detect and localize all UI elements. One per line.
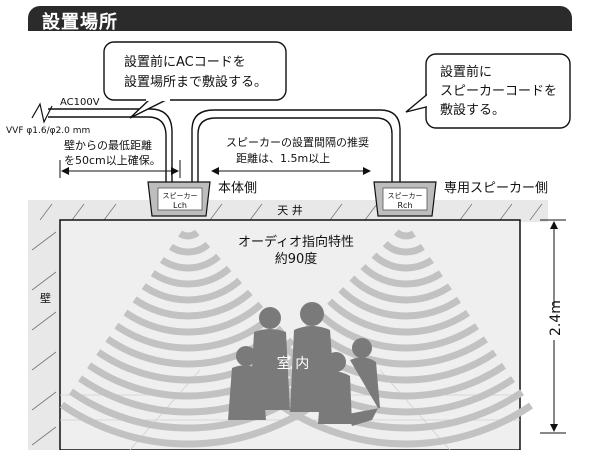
sound-wave-arc — [340, 222, 472, 288]
sound-wave-arc — [138, 222, 238, 272]
header-bar — [28, 6, 572, 31]
speaker-left-line1: スピーカー — [163, 192, 198, 200]
sound-wave-arc — [292, 222, 520, 336]
speaker-spacing-line2: 距離は、1.5m以上 — [236, 151, 330, 165]
cable-break-mark — [31, 102, 53, 124]
sound-wave-arc — [276, 222, 536, 352]
directivity-line2: 約90度 — [275, 251, 318, 267]
sound-wave-arc — [58, 222, 318, 352]
sound-wave-arc — [308, 222, 504, 320]
wall-label: 壁 — [40, 291, 51, 305]
people-silhouettes — [228, 302, 380, 426]
callout-right-line2: スピーカーコードを — [440, 84, 557, 99]
speaker-right — [373, 181, 437, 217]
sound-wave-arc — [122, 222, 254, 288]
wall-band — [28, 220, 60, 450]
sound-wave-arc — [32, 222, 382, 416]
height-label-bg — [542, 306, 566, 340]
wall-clearance-line1: 壁からの最低距離 — [64, 138, 152, 152]
sound-wave-arc — [196, 222, 560, 432]
wall-clearance-dimension — [59, 160, 181, 178]
sound-wave-arc — [388, 222, 424, 240]
sound-wave-arc — [356, 222, 456, 272]
speaker-right-line1: スピーカー — [388, 192, 423, 200]
directivity-line1: オーディオ指向特性 — [238, 234, 354, 250]
vvf-label: VVF φ1.6/φ2.0 mm — [6, 126, 90, 136]
sound-wave-arc — [324, 222, 488, 304]
callout-left-line2: 設置場所まで敷設する。 — [124, 74, 267, 90]
sound-wave-arc — [154, 222, 222, 256]
sound-wave-arc — [32, 222, 350, 384]
sound-wave-arc — [260, 222, 552, 368]
cables — [48, 108, 401, 182]
callout-left — [103, 41, 287, 119]
speaker-right-line2: Rch — [397, 201, 412, 210]
header: 設置場所 — [0, 0, 600, 33]
sound-wave-arc — [32, 222, 366, 400]
sound-wave-arc — [212, 222, 560, 416]
right-sound-waves — [188, 222, 560, 448]
page-title: 設置場所 — [42, 12, 118, 33]
left-sound-waves — [32, 222, 388, 448]
sound-wave-arc — [74, 222, 302, 336]
sound-wave-arc — [228, 222, 560, 400]
sound-wave-arc — [90, 222, 286, 320]
callout-left-line1: 設置前にACコードを — [124, 54, 246, 70]
sound-wave-arc — [372, 222, 440, 256]
sound-wave-arc — [32, 222, 388, 448]
wall-clearance-line2: を50cm以上確保。 — [64, 153, 161, 167]
sound-wave-arc — [188, 222, 560, 448]
callout-right-line1: 設置前に — [440, 64, 492, 80]
speaker-left-line2: Lch — [173, 201, 187, 210]
interior-label: 室 内 — [277, 355, 309, 372]
speaker-left — [147, 181, 211, 217]
callout-right-line3: 敷設する。 — [440, 102, 505, 118]
speaker-cable-inner — [197, 117, 393, 182]
height-label: 2.4m — [548, 300, 564, 336]
ac-cable-inner — [48, 116, 167, 182]
sound-wave-arc — [106, 222, 270, 304]
ac-label: AC100V — [60, 97, 100, 108]
wall-hatching — [31, 231, 57, 446]
ac-cable-outer — [48, 108, 173, 182]
dedicated-speaker-side-label: 専用スピーカー側 — [444, 181, 548, 196]
sound-wave-arc — [170, 222, 206, 240]
ceiling-label: 天 井 — [277, 203, 303, 217]
main-unit-side-label: 本体側 — [218, 181, 257, 196]
speaker-cable-outer — [191, 109, 401, 182]
callout-right — [405, 53, 571, 129]
sound-wave-arc — [42, 222, 334, 368]
sound-wave-arc — [32, 222, 388, 432]
speaker-spacing-line1: スピーカーの設置間隔の推奨 — [226, 135, 369, 149]
ceiling-hatching — [39, 203, 543, 221]
sound-wave-arc — [244, 222, 560, 384]
